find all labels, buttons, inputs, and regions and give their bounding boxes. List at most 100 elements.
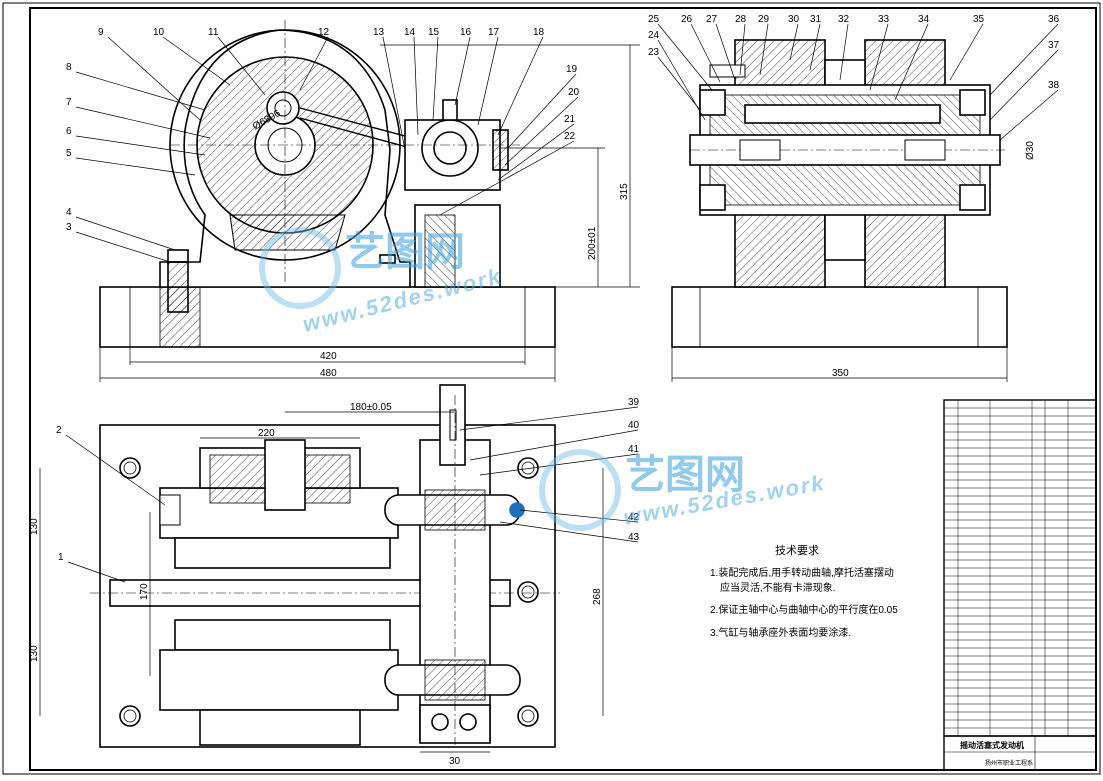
callout-26: 26 xyxy=(681,14,693,25)
dim-top-height-total: 268 xyxy=(592,588,603,605)
tech-requirement-1-cont: 应当灵活,不能有卡滞现象. xyxy=(720,581,836,594)
callout-leader-33 xyxy=(869,23,889,91)
callout-23: 23 xyxy=(648,47,660,58)
callout-25: 25 xyxy=(648,14,660,25)
callout-27: 27 xyxy=(706,14,718,25)
callout-30: 30 xyxy=(788,14,800,25)
callout-19: 19 xyxy=(566,64,578,75)
callout-20: 20 xyxy=(568,87,580,98)
callout-leader-21 xyxy=(497,123,575,181)
dim-top-center-distance: 180±0.05 xyxy=(350,402,392,413)
callout-24: 24 xyxy=(648,30,660,41)
dim-top-height-1: 130 xyxy=(29,518,40,535)
callout-14: 14 xyxy=(404,27,416,38)
tech-requirement-2: 2.保证主轴中心与曲轴中心的平行度在0.05 xyxy=(710,603,898,616)
callout-40: 40 xyxy=(628,420,640,431)
callout-9: 9 xyxy=(98,27,104,38)
front-dimensions xyxy=(99,44,640,382)
watermark-brand: 艺图网 xyxy=(345,230,465,274)
callout-leader-20 xyxy=(504,96,579,166)
callout-8: 8 xyxy=(66,62,72,73)
callout-leader-14 xyxy=(413,36,419,136)
callout-11: 11 xyxy=(208,27,219,38)
callout-leader-1 xyxy=(67,561,126,583)
callout-leader-28 xyxy=(739,23,746,76)
dim-front-width-outer: 480 xyxy=(320,368,337,379)
callout-13: 13 xyxy=(373,27,385,38)
dim-front-width-inner: 420 xyxy=(320,351,337,362)
callout-leader-18 xyxy=(497,36,544,136)
callout-10: 10 xyxy=(153,27,165,38)
callout-17: 17 xyxy=(488,27,500,38)
dim-front-center-height: 200±01 xyxy=(587,226,598,260)
front-view xyxy=(99,20,556,348)
callout-leader-9 xyxy=(107,36,201,121)
callout-leader-6 xyxy=(75,135,206,156)
callout-leader-27 xyxy=(715,23,736,81)
callout-1: 1 xyxy=(58,552,64,563)
title-block-school: 扬州市职业工程系 xyxy=(985,759,1033,767)
callout-18: 18 xyxy=(533,27,545,38)
callout-leader-7 xyxy=(75,106,211,139)
callout-12: 12 xyxy=(318,27,330,38)
callout-15: 15 xyxy=(428,27,440,38)
callout-leader-41 xyxy=(479,453,639,476)
callout-4: 4 xyxy=(66,207,72,218)
callout-leader-34 xyxy=(894,23,929,101)
callout-leader-26 xyxy=(690,23,721,83)
callout-36: 36 xyxy=(1048,14,1060,25)
callout-39: 39 xyxy=(628,397,640,408)
watermark-logo-icon xyxy=(259,227,341,309)
callout-leader-12 xyxy=(299,36,329,91)
tech-requirement-1: 1.装配完成后,用手转动曲轴,摩托活塞摆动 xyxy=(710,566,894,579)
callout-28: 28 xyxy=(735,14,747,25)
callout-leader-37 xyxy=(989,49,1059,121)
callout-22: 22 xyxy=(564,131,576,142)
callout-leader-29 xyxy=(759,23,769,76)
inner-border xyxy=(29,7,1097,771)
side-view xyxy=(671,39,1008,348)
callout-5: 5 xyxy=(66,148,72,159)
callout-leader-32 xyxy=(839,23,849,81)
callout-leader-13 xyxy=(382,36,406,151)
callout-32: 32 xyxy=(838,14,850,25)
dim-top-height-2: 130 xyxy=(29,645,40,662)
callout-leader-10 xyxy=(162,36,231,86)
callout-leader-2 xyxy=(65,434,166,506)
callout-leader-25 xyxy=(657,23,713,91)
dim-top-bottom-width: 30 xyxy=(449,756,461,767)
callout-6: 6 xyxy=(66,126,72,137)
callout-42: 42 xyxy=(628,512,640,523)
side-dimensions xyxy=(671,347,1008,382)
callout-35: 35 xyxy=(973,14,985,25)
watermark-logo-icon-2 xyxy=(539,449,621,531)
callout-leader-24 xyxy=(657,39,706,121)
callout-21: 21 xyxy=(564,114,576,125)
callout-3: 3 xyxy=(66,222,72,233)
callout-leader-36 xyxy=(989,23,1059,96)
tech-requirements-title: 技术要求 xyxy=(775,544,819,557)
callout-33: 33 xyxy=(878,14,890,25)
callout-leader-22 xyxy=(439,140,575,216)
callout-41: 41 xyxy=(628,444,640,455)
watermark-brand-2: 艺图网 xyxy=(625,453,745,497)
tech-requirement-3: 3.气缸与轴承座外表面均要涂漆. xyxy=(710,626,851,639)
dim-top-height-inner: 170 xyxy=(139,583,150,600)
callout-43: 43 xyxy=(628,532,640,543)
callout-leader-38 xyxy=(999,89,1059,141)
callout-leader-43 xyxy=(499,521,639,543)
callout-leader-30 xyxy=(789,23,799,61)
callout-leader-40 xyxy=(469,429,639,461)
callout-leader-3 xyxy=(75,231,171,263)
callout-leader-4 xyxy=(75,216,176,251)
callout-29: 29 xyxy=(758,14,770,25)
callout-leader-39 xyxy=(459,406,639,431)
callout-leader-23 xyxy=(657,56,701,111)
callout-38: 38 xyxy=(1048,80,1060,91)
callout-leader-8 xyxy=(75,71,206,111)
top-view xyxy=(90,384,560,748)
parts-list xyxy=(943,399,1097,771)
